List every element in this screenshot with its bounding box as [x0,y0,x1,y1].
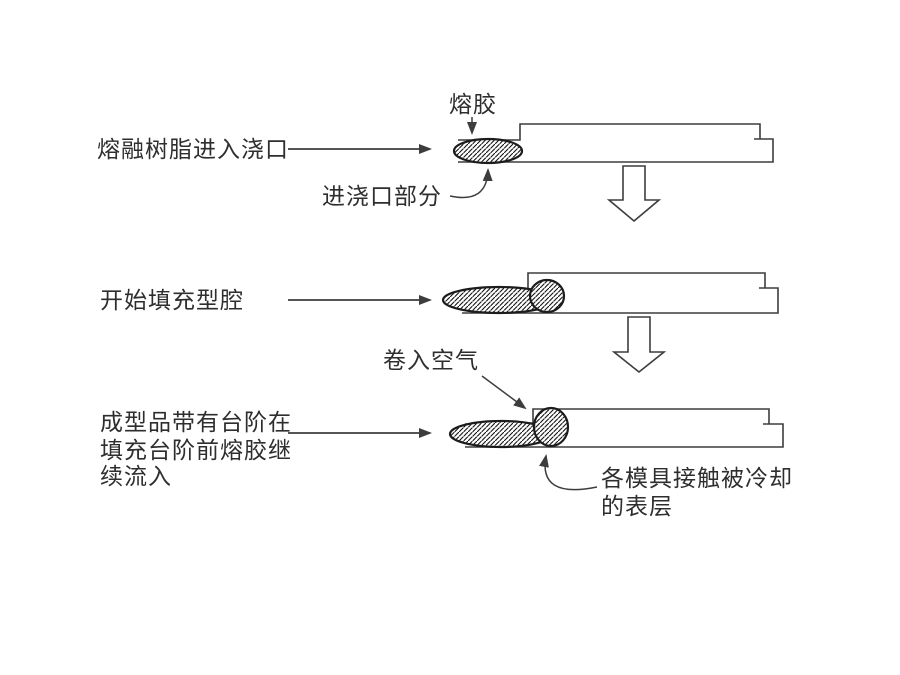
air-label: 卷入空气 [383,348,479,374]
step3-group: 成型品带有台阶在 填充台阶前熔胶继 续流入 卷入空气 各模具接触被冷却 的表层 [100,348,793,520]
skin-label-line2: 的表层 [601,494,673,520]
gate-label: 进浇口部分 [322,184,442,210]
air-label-arrow [481,375,527,410]
step3-caption-line2: 填充台阶前熔胶继 [100,438,292,464]
step3-caption-line3: 续流入 [100,464,172,490]
mold-cavity-2 [462,272,779,314]
step1-caption: 熔融树脂进入浇口 [97,137,289,163]
mold-cavity-1 [458,123,774,163]
gate-label-arrow [449,168,493,199]
skin-label-line1: 各模具接触被冷却 [601,466,793,492]
step1-group: 熔融树脂进入浇口 熔胶 进浇口部分 [97,92,774,223]
melt-label: 熔胶 [449,92,497,118]
melt-front-bulge-2 [528,278,566,314]
mold-cavity-3 [465,408,784,448]
step2-group: 开始填充型腔 [100,272,779,374]
melt-front-bulge-3 [532,406,570,448]
flow-down-arrow-2 [611,316,667,374]
skin-label-arrow [539,454,598,491]
melt-blob-1 [452,137,524,165]
step2-caption: 开始填充型腔 [100,288,244,314]
flow-down-arrow-1 [606,165,662,223]
step3-caption-line1: 成型品带有台阶在 [100,410,292,436]
